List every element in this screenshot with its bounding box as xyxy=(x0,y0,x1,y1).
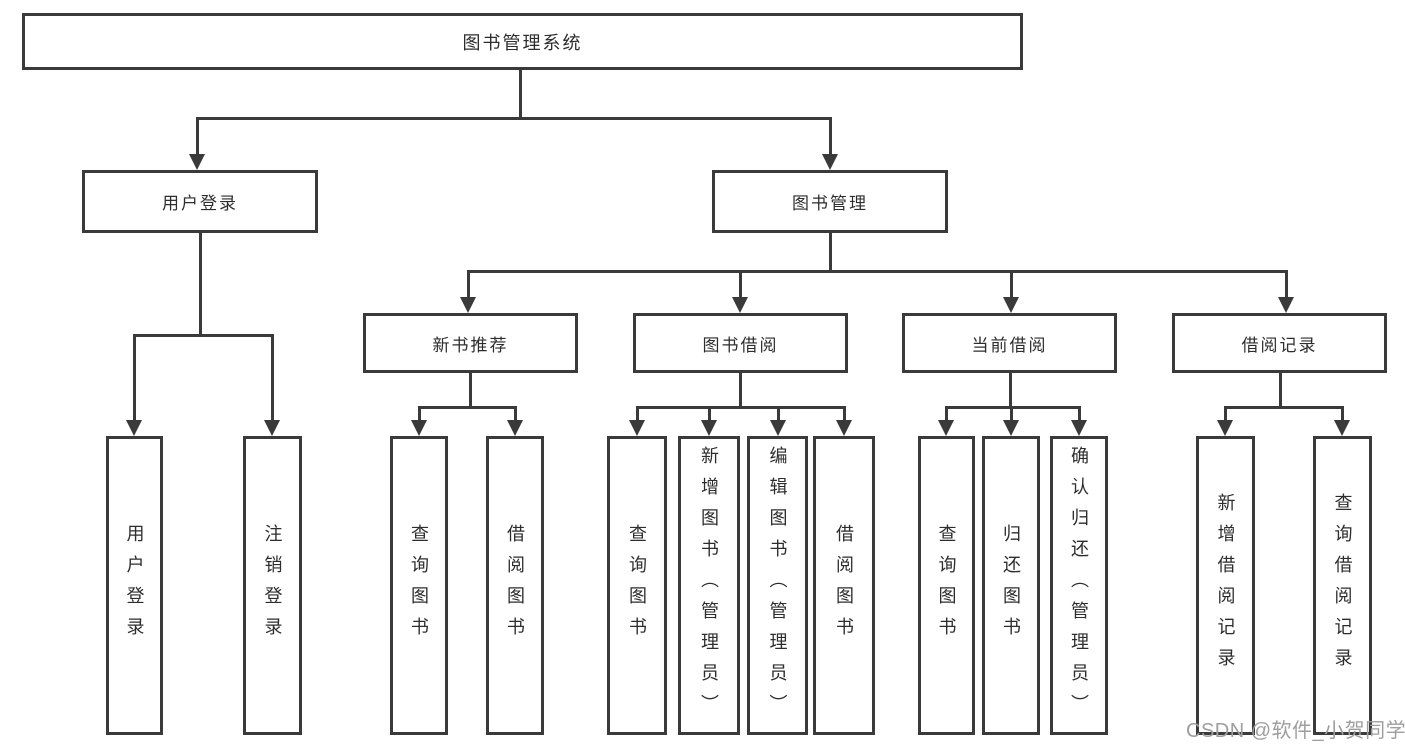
leaf-query-books-1: 查询图书 xyxy=(390,436,448,735)
arrow-down-icon xyxy=(701,420,717,436)
csdn-watermark: CSDN @软件_小贺同学 xyxy=(1186,720,1405,742)
arrow-down-icon xyxy=(770,420,786,436)
arrow-down-icon xyxy=(189,154,205,170)
arrow-stem xyxy=(466,271,470,299)
leaf-return-books: 归还图书 xyxy=(982,436,1040,735)
arrow-stem xyxy=(635,407,639,422)
arrow-down-icon xyxy=(1278,297,1294,313)
leaf-borrow-books-1: 借阅图书 xyxy=(486,436,544,735)
connector-hline xyxy=(132,333,274,337)
arrow-stem xyxy=(1009,271,1013,299)
arrow-stem xyxy=(944,407,948,422)
arrow-stem xyxy=(195,118,199,156)
arrow-down-icon xyxy=(507,420,523,436)
connector-hline xyxy=(417,405,517,409)
arrow-stem xyxy=(1077,407,1081,422)
arrow-down-icon xyxy=(629,420,645,436)
node-new-book-recommendation: 新书推荐 xyxy=(363,313,578,373)
arrow-down-icon xyxy=(938,420,954,436)
arrow-stem xyxy=(738,271,742,299)
arrow-down-icon xyxy=(1334,420,1350,436)
node-library-management-system: 图书管理系统 xyxy=(22,13,1023,70)
node-book-borrowing: 图书借阅 xyxy=(633,313,848,373)
arrow-stem xyxy=(776,407,780,422)
connector-hline xyxy=(1223,405,1344,409)
arrow-down-icon xyxy=(732,297,748,313)
arrow-down-icon xyxy=(1071,420,1087,436)
leaf-add-borrow-record: 新增借阅记录 xyxy=(1196,436,1255,735)
arrow-stem xyxy=(1223,407,1227,422)
arrow-stem xyxy=(513,407,517,422)
node-borrowing-records: 借阅记录 xyxy=(1172,313,1387,373)
arrow-stem xyxy=(707,407,711,422)
connector-vline xyxy=(198,233,202,335)
node-current-borrowing: 当前借阅 xyxy=(902,313,1117,373)
arrow-down-icon xyxy=(126,420,142,436)
leaf-user-login: 用户登录 xyxy=(106,436,163,735)
connector-vline xyxy=(518,70,522,118)
arrow-down-icon xyxy=(264,420,280,436)
connector-vline xyxy=(468,373,472,407)
connector-hline xyxy=(944,405,1081,409)
arrow-down-icon xyxy=(822,154,838,170)
leaf-edit-books-admin: 编辑图书（管理员） xyxy=(747,436,808,735)
leaf-add-books-admin: 新增图书（管理员） xyxy=(678,436,740,735)
connector-vline xyxy=(1008,373,1012,407)
arrow-stem xyxy=(132,335,136,422)
leaf-query-books-3: 查询图书 xyxy=(918,436,975,735)
node-user-login: 用户登录 xyxy=(82,170,318,233)
arrow-stem xyxy=(417,407,421,422)
arrow-down-icon xyxy=(1217,420,1233,436)
connector-vline xyxy=(738,373,742,407)
arrow-down-icon xyxy=(1003,420,1019,436)
leaf-borrow-books-2: 借阅图书 xyxy=(813,436,875,735)
connector-hline xyxy=(195,116,832,120)
connector-vline xyxy=(828,232,832,271)
arrow-down-icon xyxy=(1003,297,1019,313)
node-book-management: 图书管理 xyxy=(712,170,948,233)
arrow-stem xyxy=(1009,407,1013,422)
leaf-confirm-return-admin: 确认归还（管理员） xyxy=(1050,436,1108,735)
arrow-stem xyxy=(842,407,846,422)
connector-hline xyxy=(635,405,846,409)
arrow-stem xyxy=(1284,271,1288,299)
leaf-query-books-2: 查询图书 xyxy=(607,436,667,735)
arrow-down-icon xyxy=(836,420,852,436)
arrow-down-icon xyxy=(411,420,427,436)
arrow-stem xyxy=(828,118,832,156)
leaf-logout: 注销登录 xyxy=(243,436,302,735)
arrow-down-icon xyxy=(460,297,476,313)
arrow-stem xyxy=(270,335,274,422)
connector-hline xyxy=(466,269,1288,273)
arrow-stem xyxy=(1340,407,1344,422)
connector-vline xyxy=(1278,373,1282,407)
leaf-query-borrow-record: 查询借阅记录 xyxy=(1313,436,1372,735)
